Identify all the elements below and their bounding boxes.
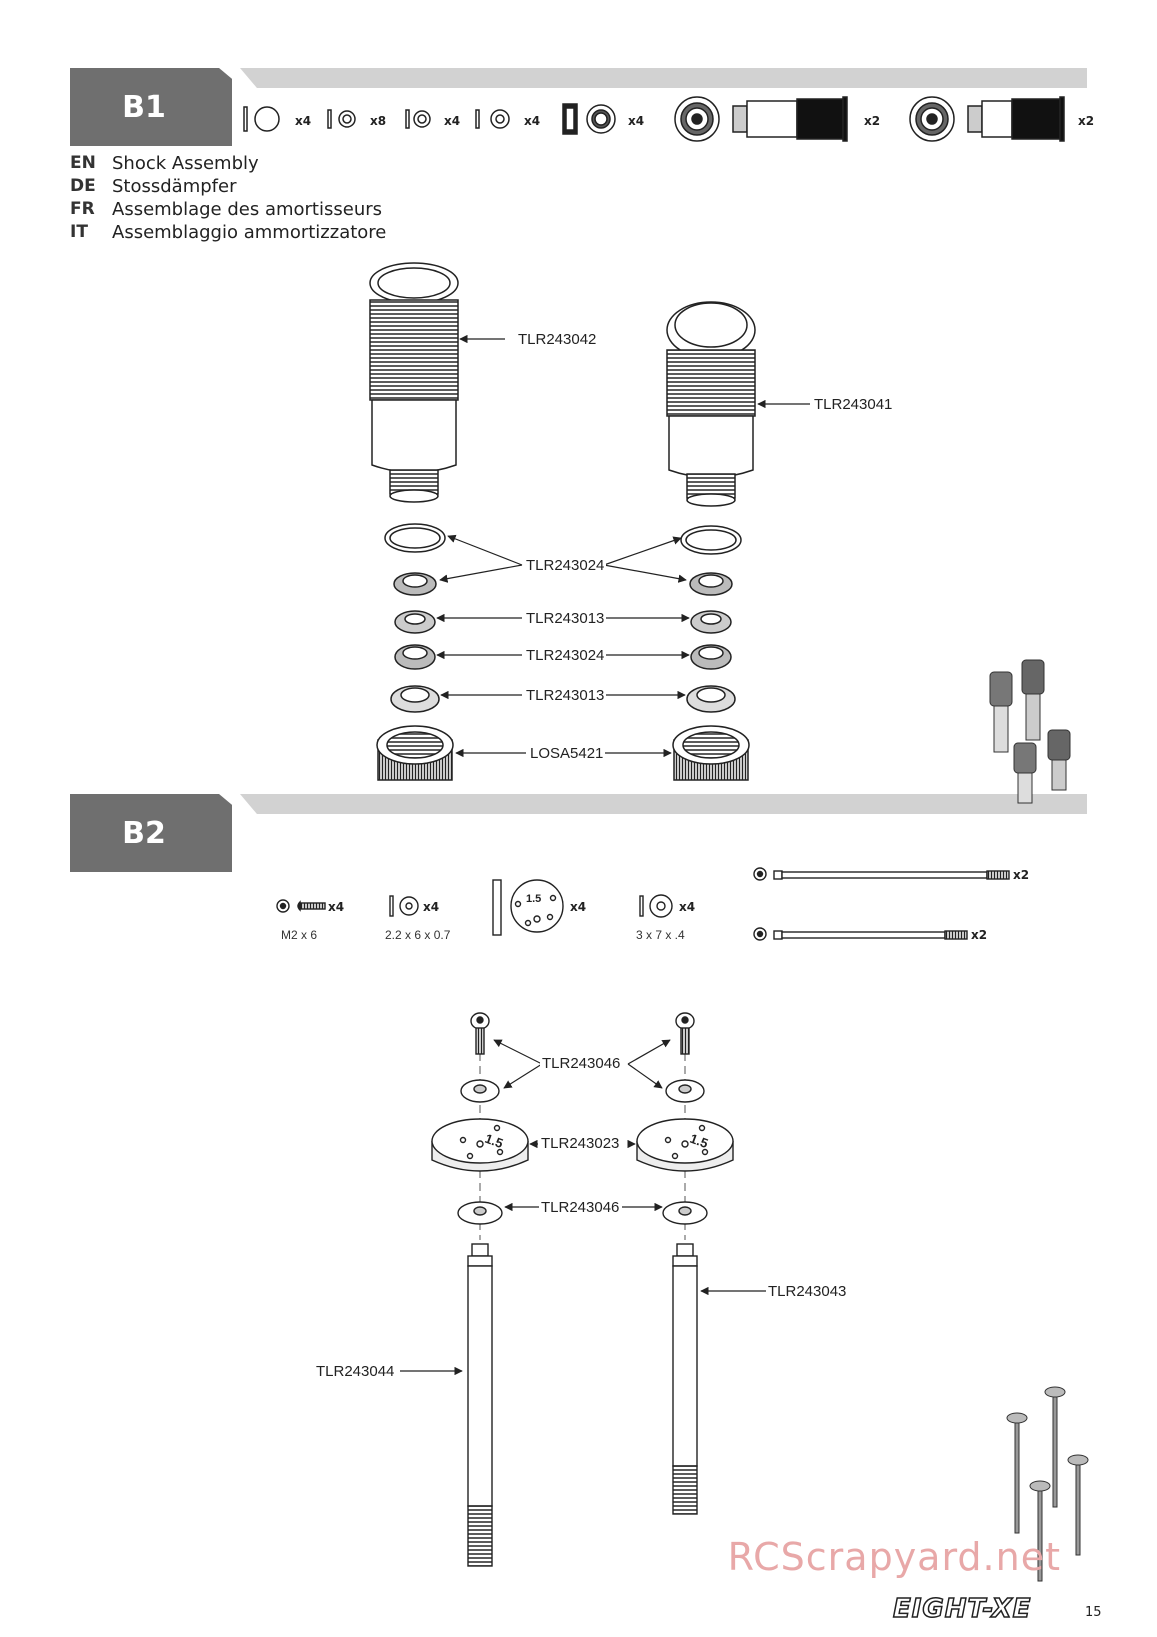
step-b1-bar [240,68,1087,88]
title-fr: FR Assemblage des amortisseurs [70,198,382,221]
b2-stack-right [636,1012,734,1515]
title-it: IT Assemblaggio ammortizzatore [70,221,386,244]
lang-text-fr: Assemblage des amortisseurs [112,199,383,220]
b1-qty-3: x4 [444,114,461,128]
title-de: DE Stossdämpfer [70,175,236,198]
label-body-left: TLR243042 [516,331,599,348]
lang-code-de: DE [70,176,96,196]
b1-bag-parts [243,96,1065,142]
shock-photo [989,659,1071,804]
label-washer: TLR243046 [539,1199,622,1216]
label-spacer-a: TLR243013 [524,610,607,627]
piston-mark-left: 1.5 [483,1131,505,1151]
watermark: RCScrapyard.net [727,1535,1061,1579]
b2-shaft-qty-2: x2 [971,928,988,942]
step-b2-tab: B2 [70,794,232,872]
label-oring: TLR243024 [524,557,607,574]
step-b1-tab: B1 [70,68,232,146]
lang-code-fr: FR [70,199,95,219]
b2-size-2: 2.2 x 6 x 0.7 [385,928,451,942]
shaft-photo [1006,1386,1089,1582]
b1-leaders [436,334,810,758]
label-cap: LOSA5421 [528,745,606,762]
label-spacer-b: TLR243013 [524,687,607,704]
lang-code-en: EN [70,153,96,173]
label-piston: TLR243023 [539,1135,622,1152]
shock-body-left [369,262,459,503]
lang-text-it: Assemblaggio ammortizzatore [112,222,387,243]
b2-bag-parts [276,867,1010,941]
b2-centerlines [479,1040,686,1240]
b2-size-1: M2 x 6 [281,928,318,942]
label-shaft-right: TLR243043 [766,1283,849,1300]
lang-text-de: Stossdämpfer [112,176,237,197]
b1-qty-2: x8 [370,114,387,128]
b2-leaders [400,1039,766,1376]
b2-qty-2: x4 [423,900,440,914]
step-b2-label: B2 [122,815,166,851]
shock-body-right [666,301,756,507]
brand-logo: EIGHT-XE [892,1593,1032,1625]
b2-size-4: 3 x 7 x .4 [636,928,685,942]
b2-shaft-qty-1: x2 [1013,868,1030,882]
title-en: EN Shock Assembly [70,152,259,175]
page-number: 15 [1085,1605,1102,1620]
step-b1-label: B1 [122,89,166,125]
piston-mark-right: 1.5 [688,1131,710,1151]
b1-stack-right [672,525,750,781]
b2-qty-4: x4 [679,900,696,914]
b1-qty-1: x4 [295,114,312,128]
b2-qty-1: x4 [328,900,345,914]
b1-qty-4: x4 [524,114,541,128]
b1-qty-7: x2 [1078,114,1095,128]
b1-qty-5: x4 [628,114,645,128]
b2-stack-left [431,1012,529,1567]
bag-piston-mark: 1.5 [526,893,541,905]
b1-qty-6: x2 [864,114,881,128]
step-b2-bar [240,794,1087,814]
lang-code-it: IT [70,222,88,242]
label-body-right: TLR243041 [812,396,895,413]
label-shaft-left: TLR243044 [314,1363,397,1380]
b2-qty-3: x4 [570,900,587,914]
label-screw-washer: TLR243046 [540,1055,623,1072]
label-oring-b: TLR243024 [524,647,607,664]
b1-stack-left [376,523,454,781]
lang-text-en: Shock Assembly [112,153,259,174]
